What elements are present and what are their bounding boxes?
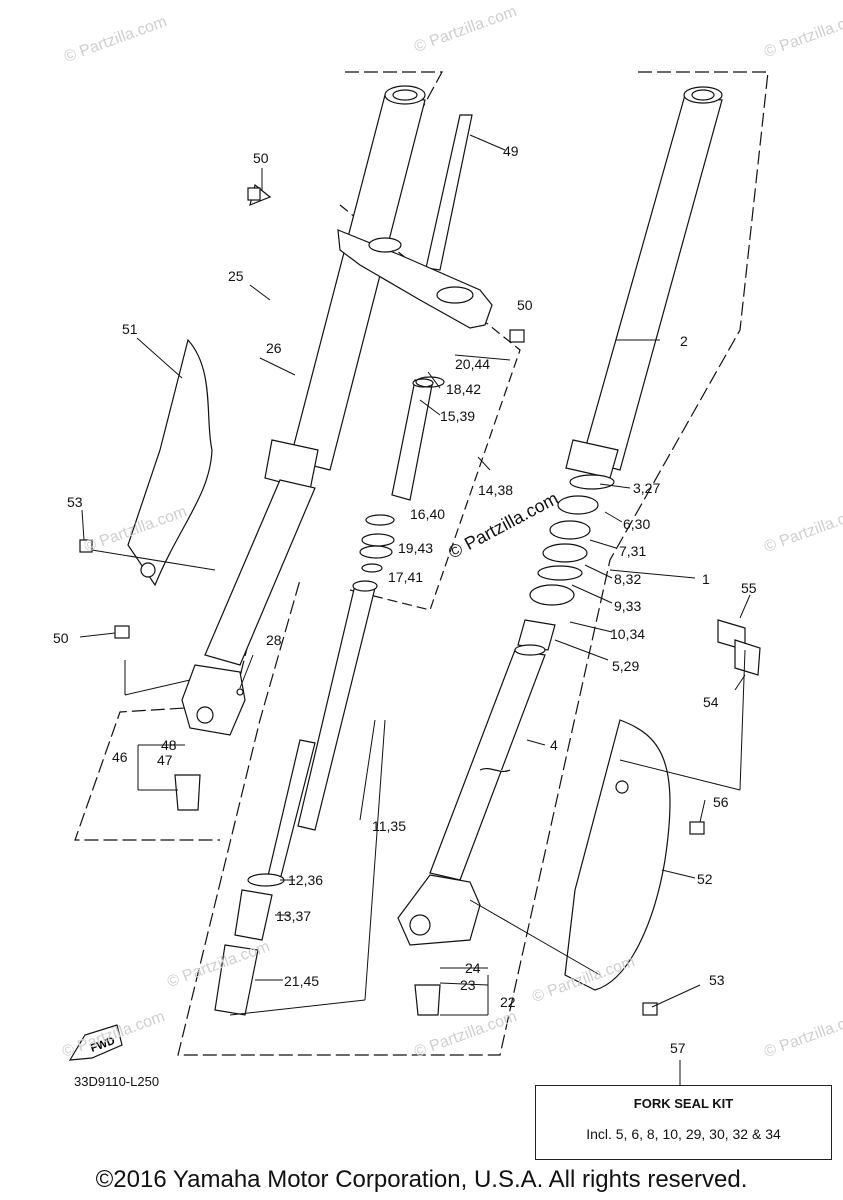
callout-52: 52 — [697, 871, 713, 887]
callout-5-29: 5,29 — [612, 658, 640, 674]
kit-title: FORK SEAL KIT — [633, 1096, 734, 1111]
callout-17-41: 17,41 — [388, 569, 424, 585]
fork-seal-kit-box: FORK SEAL KIT Incl. 5, 6, 8, 10, 29, 30,… — [535, 1085, 832, 1160]
callout-11-35: 11,35 — [372, 818, 406, 834]
callout-8-32: 8,32 — [614, 571, 642, 587]
callout-28: 28 — [266, 632, 282, 648]
callout-24: 24 — [465, 960, 481, 976]
callout-48: 48 — [161, 737, 177, 753]
left-outer-tube — [204, 85, 426, 666]
diagram-code: 33D9110-L250 — [74, 1074, 160, 1089]
left-axle-bracket — [181, 664, 246, 736]
callout-23: 23 — [460, 977, 476, 993]
callout-54: 54 — [703, 694, 719, 710]
callout-19-43: 19,43 — [398, 540, 434, 556]
callout-53-right: 53 — [709, 972, 725, 988]
callout-12-36: 12,36 — [288, 872, 324, 888]
callout-53-left: 53 — [67, 494, 83, 510]
callout-50-clamp: 50 — [517, 297, 533, 313]
callout-20-44: 20,44 — [455, 356, 491, 372]
right-axle-bracket — [397, 874, 481, 946]
right-fork-guard — [564, 719, 671, 991]
triple-clamp — [337, 114, 493, 329]
callout-47: 47 — [157, 752, 173, 768]
right-assembly-boundary — [177, 71, 769, 1056]
callout-51: 51 — [122, 321, 138, 337]
callout-10-34: 10,34 — [610, 626, 646, 642]
callout-46: 46 — [112, 749, 128, 765]
callout-7-31: 7,31 — [619, 543, 647, 559]
callout-3-27: 3,27 — [633, 480, 661, 496]
callout-15-39: 15,39 — [440, 408, 476, 424]
callout-14-38: 14,38 — [478, 482, 514, 498]
callout-57: 57 — [670, 1040, 686, 1056]
cartridge-boundary — [339, 204, 521, 611]
callout-22: 22 — [500, 994, 516, 1010]
right-seal-set — [517, 474, 615, 651]
callout-18-42: 18,42 — [446, 381, 482, 397]
leader-lines — [79, 134, 751, 1085]
right-outer-tube — [565, 86, 723, 479]
callout-21-45: 21,45 — [284, 973, 320, 989]
copyright-notice: ©2016 Yamaha Motor Corporation, U.S.A. A… — [95, 1166, 748, 1193]
callout-2: 2 — [680, 333, 688, 349]
callout-16-40: 16,40 — [410, 506, 446, 522]
right-inner-tube — [429, 644, 546, 881]
damper-cartridge — [214, 378, 434, 1016]
callout-26: 26 — [266, 340, 282, 356]
callout-4: 4 — [550, 737, 558, 753]
seal-stack — [359, 376, 445, 573]
callout-49: 49 — [503, 143, 519, 159]
kit-description: Incl. 5, 6, 8, 10, 29, 30, 32 & 34 — [586, 1126, 781, 1142]
callout-50-top: 50 — [253, 150, 269, 166]
callout-55: 55 — [741, 580, 757, 596]
fwd-arrow-icon — [68, 1024, 123, 1061]
callout-25: 25 — [228, 268, 244, 284]
callout-50-left: 50 — [53, 630, 69, 646]
callout-9-33: 9,33 — [614, 598, 642, 614]
callout-1: 1 — [702, 571, 710, 587]
callout-56: 56 — [713, 794, 729, 810]
left-assembly-boundary — [74, 71, 444, 841]
callout-6-30: 6,30 — [623, 516, 651, 532]
fork-guard — [127, 338, 213, 587]
callout-13-37: 13,37 — [276, 908, 312, 924]
